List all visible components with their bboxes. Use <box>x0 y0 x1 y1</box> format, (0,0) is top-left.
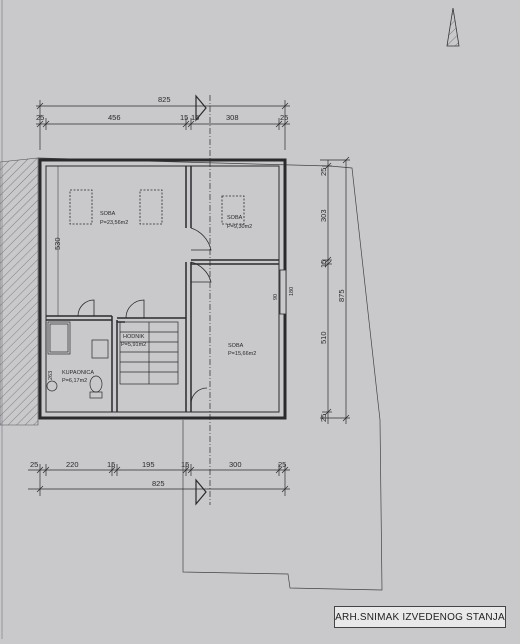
dim-top-mid-right: 15 <box>191 113 199 122</box>
dim-top-right: 308 <box>226 113 239 122</box>
side-window <box>279 269 287 315</box>
dim-top-end-right: 25 <box>280 113 288 122</box>
dim-right-top: 25 <box>319 168 328 176</box>
dim-bottom-total: 825 <box>152 479 165 488</box>
room-soba1-area: P=23,56m2 <box>100 220 128 226</box>
dim-right-total: 875 <box>337 289 346 302</box>
dim-top-end-left: 25 <box>36 113 44 122</box>
room-hodnik-area: P=5,91m2 <box>121 342 146 348</box>
dim-bottom-e: 15 <box>181 460 189 469</box>
dim-right-mid: 15 <box>319 260 328 268</box>
stairs <box>119 321 179 385</box>
right-dimension-lines <box>320 156 350 424</box>
bottom-dimension-lines <box>28 464 290 496</box>
section-arrow-bottom-icon <box>195 478 207 506</box>
dim-bottom-g: 25 <box>278 460 286 469</box>
room-soba3-name: SOBA <box>228 343 244 349</box>
dim-left-height: 530 <box>53 237 62 250</box>
dim-door-height: 180 <box>289 287 295 296</box>
room-kupaonica-area: P=6,17m2 <box>62 378 87 384</box>
bathroom-fixtures <box>46 321 109 399</box>
dim-top-total: 825 <box>158 95 171 104</box>
terrain-hatch <box>0 157 39 426</box>
dim-bottom-a: 25 <box>30 460 38 469</box>
dim-right-a: 303 <box>319 209 328 222</box>
dim-top-mid-left: 15 <box>180 113 188 122</box>
dim-top-left: 456 <box>108 113 121 122</box>
top-dimension-lines <box>36 100 290 150</box>
room-soba3-area: P=15,66m2 <box>228 351 256 357</box>
room-soba2-area: P=9,30m2 <box>227 224 252 230</box>
drawing-title-box: ARH.SNIMAK IZVEDENOG STANJA <box>334 606 506 628</box>
dim-right-bottom: 25 <box>319 414 328 422</box>
dim-door-width: 90 <box>273 294 279 300</box>
dim-right-b: 510 <box>319 331 328 344</box>
room-hodnik-name: HODNIK <box>123 334 145 340</box>
door-swings <box>77 227 212 405</box>
section-arrow-top-icon <box>195 94 207 122</box>
dim-bottom-f: 300 <box>229 460 242 469</box>
room-kupaonica-name: KUPAONICA <box>62 370 94 376</box>
dim-bottom-b: 220 <box>66 460 79 469</box>
dim-kupaonica: 263 <box>48 371 54 380</box>
dim-bottom-d: 195 <box>142 460 155 469</box>
roof-windows <box>69 189 245 225</box>
dim-bottom-c: 15 <box>107 460 115 469</box>
north-arrow-icon <box>446 7 460 47</box>
interior-walls <box>46 166 279 412</box>
site-outline <box>37 157 383 591</box>
room-soba1-name: SOBA <box>100 211 116 217</box>
drawing-title: ARH.SNIMAK IZVEDENOG STANJA <box>335 611 505 623</box>
room-soba2-name: SOBA <box>227 215 243 221</box>
